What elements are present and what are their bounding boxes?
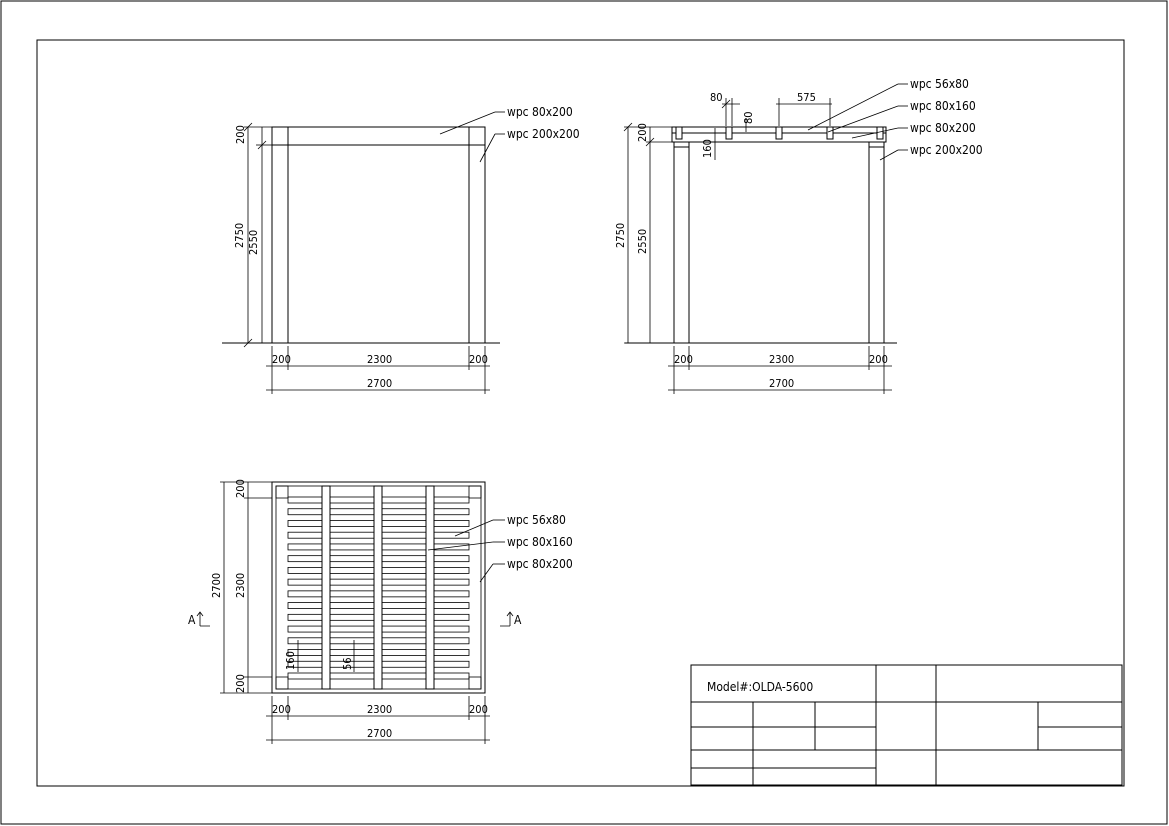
plan-rafter: [373, 485, 383, 690]
side-top-dim-160: 160: [701, 139, 714, 158]
front-dim-h-200b: 200: [469, 353, 488, 366]
plan-post-br: [468, 676, 482, 690]
side-right-post: [868, 141, 885, 344]
plan-post-tl: [275, 485, 289, 499]
title-block: Model#:OLDA-5600: [690, 664, 1123, 786]
plan-inner-dim-56: 56: [341, 657, 354, 670]
plan-label-slat: wpc 56x80: [507, 513, 566, 527]
front-label-post: wpc 200x200: [507, 127, 580, 141]
front-right-post: [468, 126, 486, 344]
section-mark-left: A: [188, 613, 196, 627]
side-dim-v-2550: 2550: [636, 229, 649, 254]
plan-post-tr: [468, 485, 482, 499]
plan-dim-h-200a: 200: [272, 703, 291, 716]
front-label-beam: wpc 80x200: [507, 105, 573, 119]
plan-dim-v-200b: 200: [234, 674, 247, 693]
front-dim-v-2750: 2750: [233, 223, 246, 248]
front-dim-h-200a: 200: [272, 353, 291, 366]
front-dim-v-200: 200: [234, 125, 247, 144]
side-dim-h-200a: 200: [674, 353, 693, 366]
front-view: 200 2750 2550 200 2300 200 2700 wpc 80x2…: [222, 105, 580, 394]
plan-dim-h-200b: 200: [469, 703, 488, 716]
side-dim-v-200: 200: [636, 123, 649, 142]
side-dim-h-2700: 2700: [769, 377, 794, 390]
side-left-post: [673, 141, 690, 344]
side-top-dim-80: 80: [710, 91, 723, 104]
front-left-post: [271, 126, 289, 344]
section-mark-right: A: [514, 613, 522, 627]
plan-dim-v-2300: 2300: [234, 573, 247, 598]
plan-label-rafter: wpc 80x160: [507, 535, 573, 549]
side-view: 80 575 80 160 200 2750 2550 200 2300 200…: [614, 77, 983, 394]
side-label-post: wpc 200x200: [910, 143, 983, 157]
side-dim-h-200b: 200: [869, 353, 888, 366]
plan-dim-h-2300: 2300: [367, 703, 392, 716]
front-dim-h-2300: 2300: [367, 353, 392, 366]
side-dim-v-2750: 2750: [614, 223, 627, 248]
side-top-dim-575: 575: [797, 91, 816, 104]
plan-outer: [271, 481, 486, 694]
plan-dim-v-2700: 2700: [210, 573, 223, 598]
side-label-rafter: wpc 80x160: [910, 99, 976, 113]
inner-border: [36, 39, 1125, 787]
side-label-slat: wpc 56x80: [910, 77, 969, 91]
front-top-beam: [271, 126, 486, 146]
plan-dim-v-200a: 200: [234, 479, 247, 498]
plan-dim-h-2700: 2700: [367, 727, 392, 740]
plan-inner-dim-160: 160: [284, 651, 297, 670]
plan-view: 160 56 200 2700 2300 200 200 2300 200 27…: [188, 479, 573, 744]
plan-label-beam: wpc 80x200: [507, 557, 573, 571]
plan-rafter: [425, 485, 435, 690]
plan-post-bl: [275, 676, 289, 690]
side-label-beam: wpc 80x200: [910, 121, 976, 135]
front-dim-v-2550: 2550: [247, 230, 260, 255]
front-dim-h-2700: 2700: [367, 377, 392, 390]
side-top-dim-80b: 80: [742, 111, 755, 124]
plan-rafter: [321, 485, 331, 690]
title-model: Model#:OLDA-5600: [707, 680, 813, 694]
side-dim-h-2300: 2300: [769, 353, 794, 366]
